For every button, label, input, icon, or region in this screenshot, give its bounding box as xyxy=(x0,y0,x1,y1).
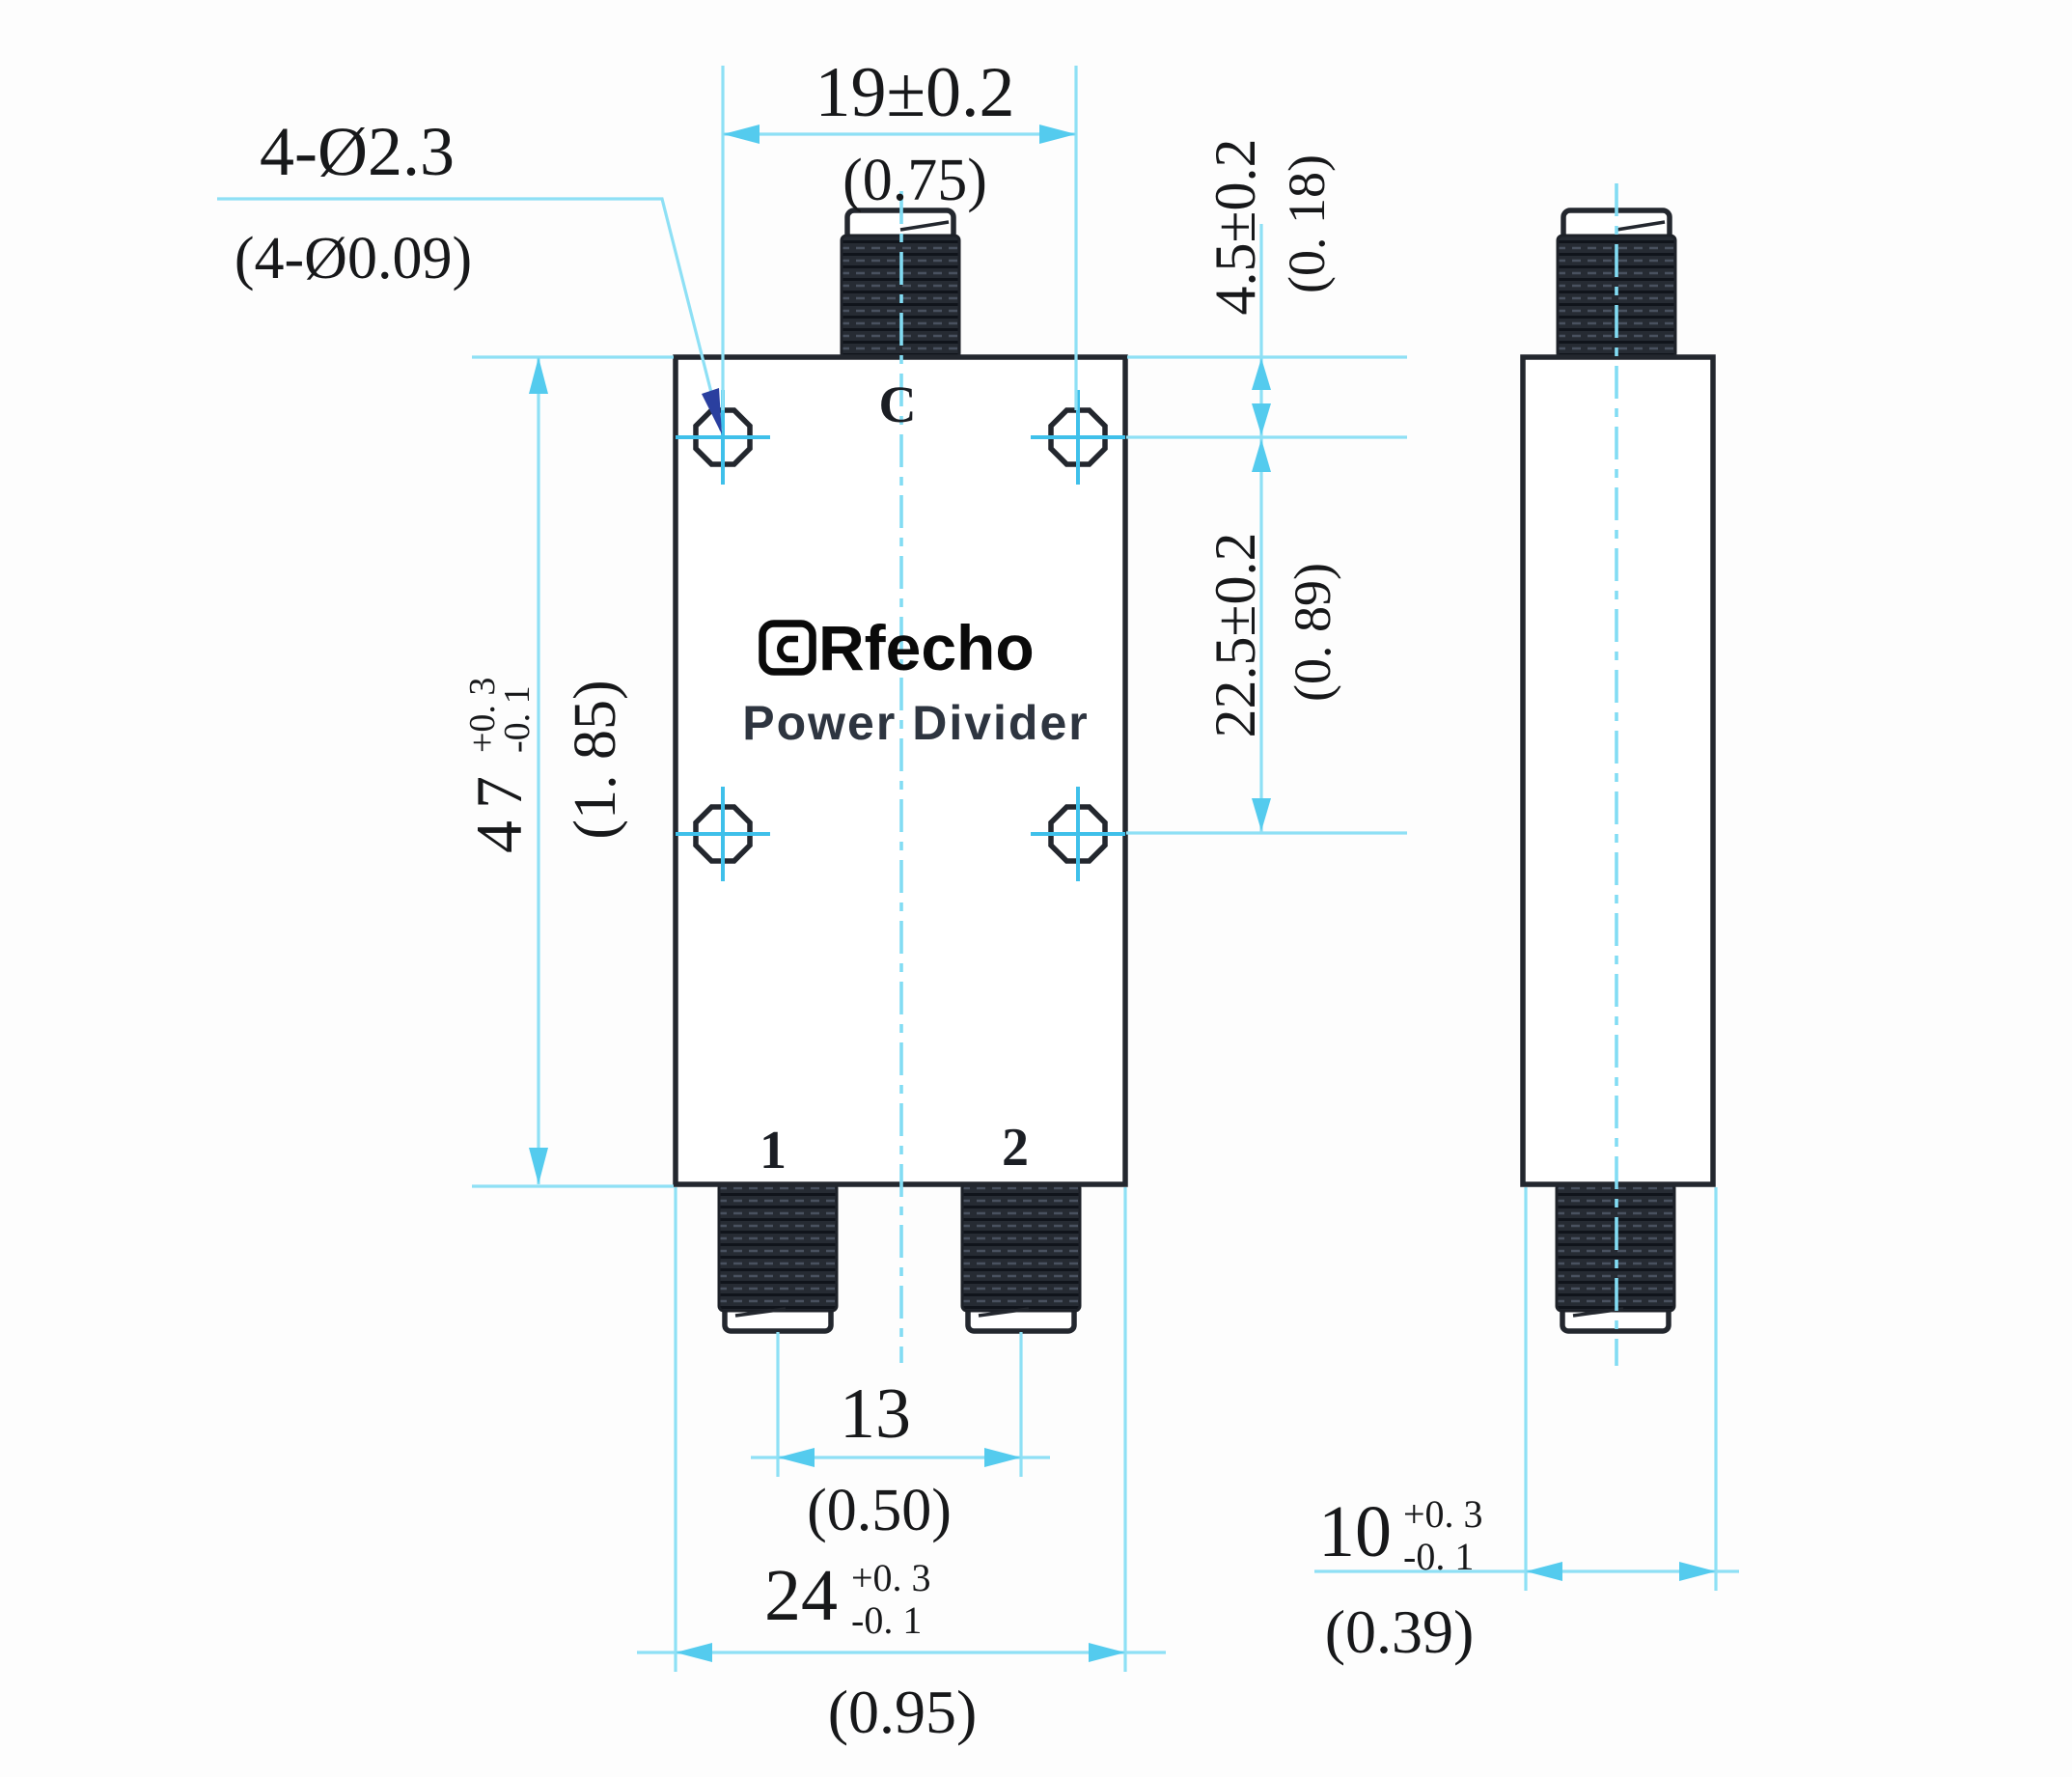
dim-hole-pitch-horizontal: 19±0.2 (0.75) xyxy=(721,53,1078,410)
arrowhead-icon xyxy=(1039,125,1076,144)
arrowhead-icon xyxy=(529,1148,548,1184)
dim-mounting-holes: 4-Ø2.3 (4-Ø0.09) xyxy=(217,113,723,434)
side-view xyxy=(1520,183,1716,1366)
length-dim-tol-upper: +0. 3 xyxy=(462,678,503,753)
width-dim-tol-lower: -0. 1 xyxy=(851,1598,922,1642)
arrowhead-icon xyxy=(1089,1643,1125,1662)
port-pitch-metric: 13 xyxy=(840,1374,911,1454)
arrowhead-icon xyxy=(723,125,760,144)
dim-port-pitch: 13 (0.50) xyxy=(751,1332,1050,1543)
arrowhead-icon xyxy=(1252,358,1271,390)
port-label-1: 1 xyxy=(760,1121,787,1180)
port-pitch-inch: (0.50) xyxy=(807,1478,952,1543)
pitch-dim-inch: (0.75) xyxy=(843,148,987,213)
leader-line xyxy=(217,197,723,431)
edge-dim-inch: (0. 18) xyxy=(1278,154,1336,293)
dim-body-length: 47 +0. 3 -0. 1 (1. 85) xyxy=(462,355,674,1188)
brand-logo: Rfecho Power Divider xyxy=(742,612,1089,750)
arrowhead-icon xyxy=(984,1448,1021,1467)
arrowhead-icon xyxy=(778,1448,815,1467)
connector-port-2 xyxy=(962,1183,1080,1331)
dim-body-thickness: 10 +0. 3 -0. 1 (0.39) xyxy=(1314,1187,1739,1666)
logo-mark-c-icon xyxy=(777,635,798,663)
arrowhead-icon xyxy=(1252,798,1271,831)
length-dim-inch: (1. 85) xyxy=(563,680,628,839)
arrowhead-icon xyxy=(529,357,548,394)
thickness-dim-metric: 10 xyxy=(1318,1491,1392,1572)
pitch-dim-metric: 19±0.2 xyxy=(815,53,1014,132)
thickness-dim-inch: (0.39) xyxy=(1325,1597,1475,1666)
logo-mark-icon xyxy=(759,620,816,676)
connector-port-1 xyxy=(719,1183,837,1331)
thickness-dim-tol-upper: +0. 3 xyxy=(1403,1492,1483,1536)
holes-dim-inch: (4-Ø0.09) xyxy=(235,226,472,292)
width-dim-metric: 24 xyxy=(764,1555,838,1636)
arrowhead-icon xyxy=(676,1643,712,1662)
length-dim-metric: 47 xyxy=(462,764,536,853)
thickness-dim-tol-lower: -0. 1 xyxy=(1403,1535,1474,1578)
holes-dim-metric: 4-Ø2.3 xyxy=(260,113,455,190)
vpitch-dim-metric: 22.5±0.2 xyxy=(1203,533,1267,738)
port-label-2: 2 xyxy=(1002,1118,1029,1178)
leader-arrowhead-icon xyxy=(702,388,722,434)
edge-dim-metric: 4.5±0.2 xyxy=(1203,139,1267,316)
dim-body-width: 24 +0. 3 -0. 1 (0.95) xyxy=(637,1187,1166,1746)
arrowhead-icon xyxy=(1679,1562,1716,1581)
length-dim-tol-lower: -0. 1 xyxy=(497,685,538,753)
logo-text: Rfecho xyxy=(818,612,1035,683)
vpitch-dim-inch: (0. 89) xyxy=(1284,563,1341,702)
arrowhead-icon xyxy=(1526,1562,1562,1581)
front-view: C 1 2 Rfecho Power Divider xyxy=(673,191,1128,1363)
dim-hole-pitch-vertical: 22.5±0.2 (0. 89) xyxy=(1126,439,1407,835)
width-dim-tol-upper: +0. 3 xyxy=(851,1556,931,1599)
port-label-common: C xyxy=(879,375,917,433)
arrowhead-icon xyxy=(1252,439,1271,472)
product-subtitle: Power Divider xyxy=(742,696,1089,750)
arrowhead-icon xyxy=(1252,403,1271,435)
width-dim-inch: (0.95) xyxy=(828,1678,978,1746)
dim-edge-to-holes: 4.5±0.2 (0. 18) xyxy=(1126,139,1407,833)
